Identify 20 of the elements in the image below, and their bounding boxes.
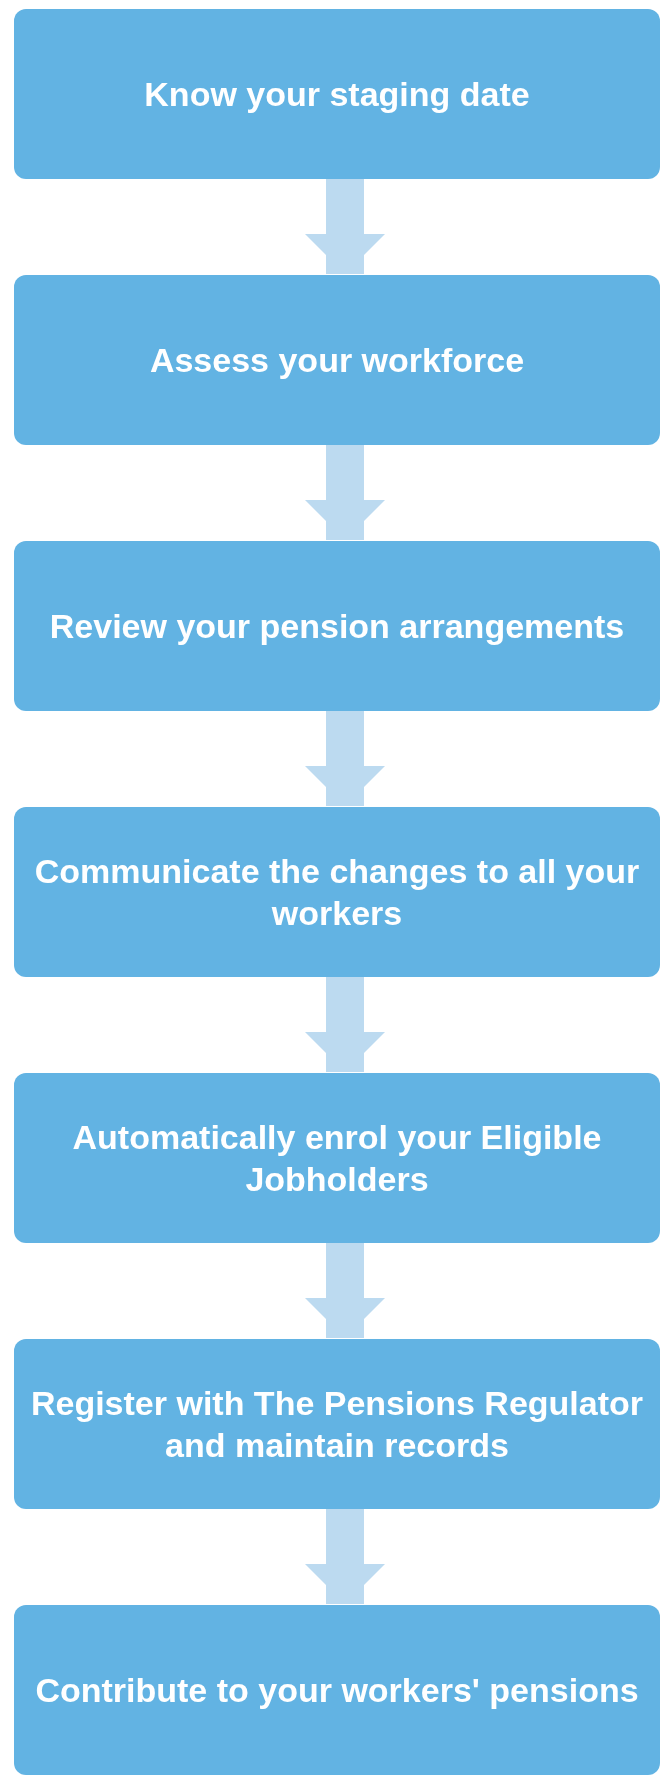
arrow [305,711,385,806]
arrow [305,1243,385,1338]
step-text: Communicate the changes to all your workers [33,850,641,934]
step-text: Register with The Pensions Regulator and maintain records [29,1382,645,1466]
arrow [305,1509,385,1604]
step-text: Contribute to your workers' pensions [35,1669,639,1711]
process-box [14,541,660,711]
step-text: Assess your workforce [149,339,525,381]
process-box [14,807,660,977]
arrow [305,445,385,540]
step-text: Know your staging date [144,73,530,115]
process-box [14,1073,660,1243]
process-box [14,9,660,179]
process-box [14,275,660,445]
arrow [305,977,385,1072]
step-text: Review your pension arrangements [49,605,625,647]
arrow [305,179,385,274]
process-box [14,1339,660,1509]
step-text: Automatically enrol your Eligible Jobholders [71,1116,603,1200]
process-box [14,1605,660,1775]
